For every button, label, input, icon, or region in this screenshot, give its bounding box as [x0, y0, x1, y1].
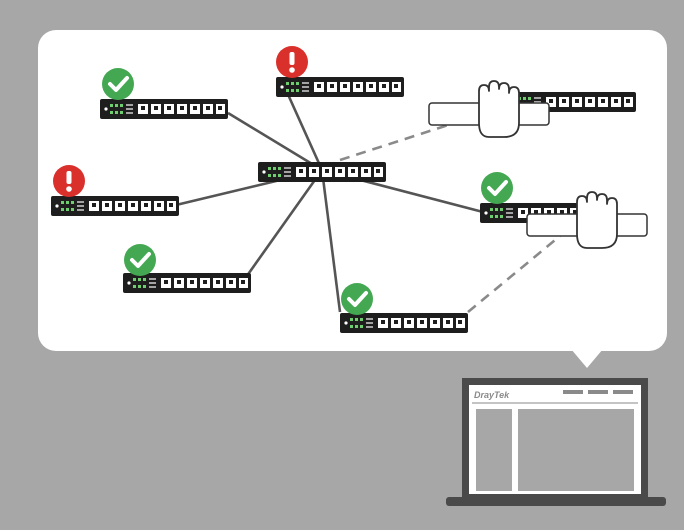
cable-bottom-left: [242, 169, 324, 281]
switch-bottom-middle[interactable]: [339, 312, 469, 334]
switch-bottom-left[interactable]: [122, 272, 252, 294]
cable-bottom-middle: [320, 169, 342, 313]
brand-logo: DrayTek: [474, 390, 510, 400]
exclamation-icon: [276, 46, 308, 78]
cable-top-right-dashed: [339, 116, 471, 162]
screen-sidebar: [476, 409, 512, 491]
check-icon: [479, 170, 515, 206]
laptop[interactable]: DrayTek: [446, 378, 666, 506]
switch-center[interactable]: [257, 161, 387, 183]
cable-top-middle: [284, 89, 324, 171]
check-icon: [339, 281, 375, 317]
laptop-base: [446, 497, 666, 506]
network-cables: [175, 89, 484, 313]
exclamation-icon: [53, 165, 85, 197]
screen-main: [518, 409, 634, 491]
switch-middle-left[interactable]: [50, 195, 180, 217]
unplugged-cables: [339, 116, 561, 314]
cable-bottom-right-dashed: [467, 234, 561, 314]
screen-nav: [563, 390, 633, 394]
switch-top-left[interactable]: [99, 98, 229, 120]
cable-top-left: [227, 111, 323, 172]
check-icon: [100, 66, 136, 102]
switch-top-middle[interactable]: [275, 76, 405, 98]
check-icon: [122, 242, 158, 278]
